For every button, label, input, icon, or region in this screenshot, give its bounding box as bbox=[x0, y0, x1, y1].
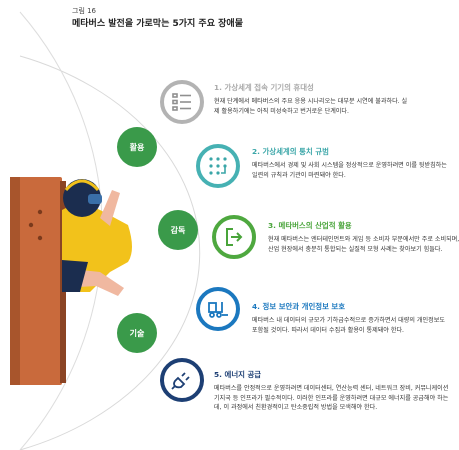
forklift-icon bbox=[208, 302, 228, 318]
item-1-ring bbox=[160, 80, 204, 124]
item-3-desc: 현재 메타버스는 엔터테인먼트와 게임 등 소비자 부문에서만 주로 소비되며,… bbox=[268, 236, 459, 253]
node-utilization: 활용 bbox=[117, 127, 157, 167]
item-5-desc: 메타버스를 안정적으로 운영하려면 데이터센터, 연산능력 센터, 네트워크 장… bbox=[214, 385, 449, 412]
person-illustration bbox=[62, 179, 132, 296]
node-technology: 기술 bbox=[117, 313, 157, 353]
door-illustration bbox=[10, 177, 66, 385]
node-supervision: 감독 bbox=[158, 210, 198, 250]
item-5: 5. 에너지 공급 메타버스를 안정적으로 운영하려면 데이터센터, 연산능력 … bbox=[214, 369, 454, 413]
item-3-ring bbox=[212, 215, 256, 259]
inner-arc bbox=[19, 55, 201, 450]
item-1: 1. 가상세계 접속 기기의 휴대성 현재 단계에서 메타버스의 주요 응용 시… bbox=[214, 82, 412, 116]
circuit-icon bbox=[209, 157, 227, 175]
item-4-title: 4. 정보 보안과 개인정보 보호 bbox=[252, 302, 346, 311]
exit-icon bbox=[226, 228, 243, 246]
item-3: 3. 메타버스의 산업적 활용 현재 메타버스는 엔터테인먼트와 게임 등 소비… bbox=[268, 220, 459, 254]
item-2: 2. 가상세계의 통치 규범 메타버스에서 경제 및 사회 시스템을 정상적으로… bbox=[252, 146, 450, 180]
item-4-desc: 메타버스 내 데이터의 규모가 기하급수적으로 증가하면서 대량의 개인정보도 … bbox=[252, 317, 445, 334]
figure-label: 그림 16 bbox=[72, 7, 97, 15]
item-4: 4. 정보 보안과 개인정보 보호 메타버스 내 데이터의 규모가 기하급수적으… bbox=[252, 301, 450, 335]
item-1-title: 1. 가상세계 접속 기기의 휴대성 bbox=[214, 83, 314, 92]
list-icon bbox=[172, 93, 191, 111]
item-2-ring bbox=[196, 144, 240, 188]
item-4-ring bbox=[196, 287, 240, 331]
item-5-ring bbox=[160, 358, 204, 402]
item-2-desc: 메타버스에서 경제 및 사회 시스템을 정상적으로 운영하려면 이를 뒷받침하는… bbox=[252, 162, 447, 179]
item-1-desc: 현재 단계에서 메타버스의 주요 응용 시나리오는 대부분 시연에 불과하다. … bbox=[214, 98, 408, 115]
plug-icon bbox=[171, 372, 190, 390]
item-3-title: 3. 메타버스의 산업적 활용 bbox=[268, 221, 352, 230]
figure-title: 메타버스 발전을 가로막는 5가지 주요 장애물 bbox=[72, 19, 243, 29]
item-5-title: 5. 에너지 공급 bbox=[214, 370, 262, 379]
item-2-title: 2. 가상세계의 통치 규범 bbox=[252, 147, 329, 156]
